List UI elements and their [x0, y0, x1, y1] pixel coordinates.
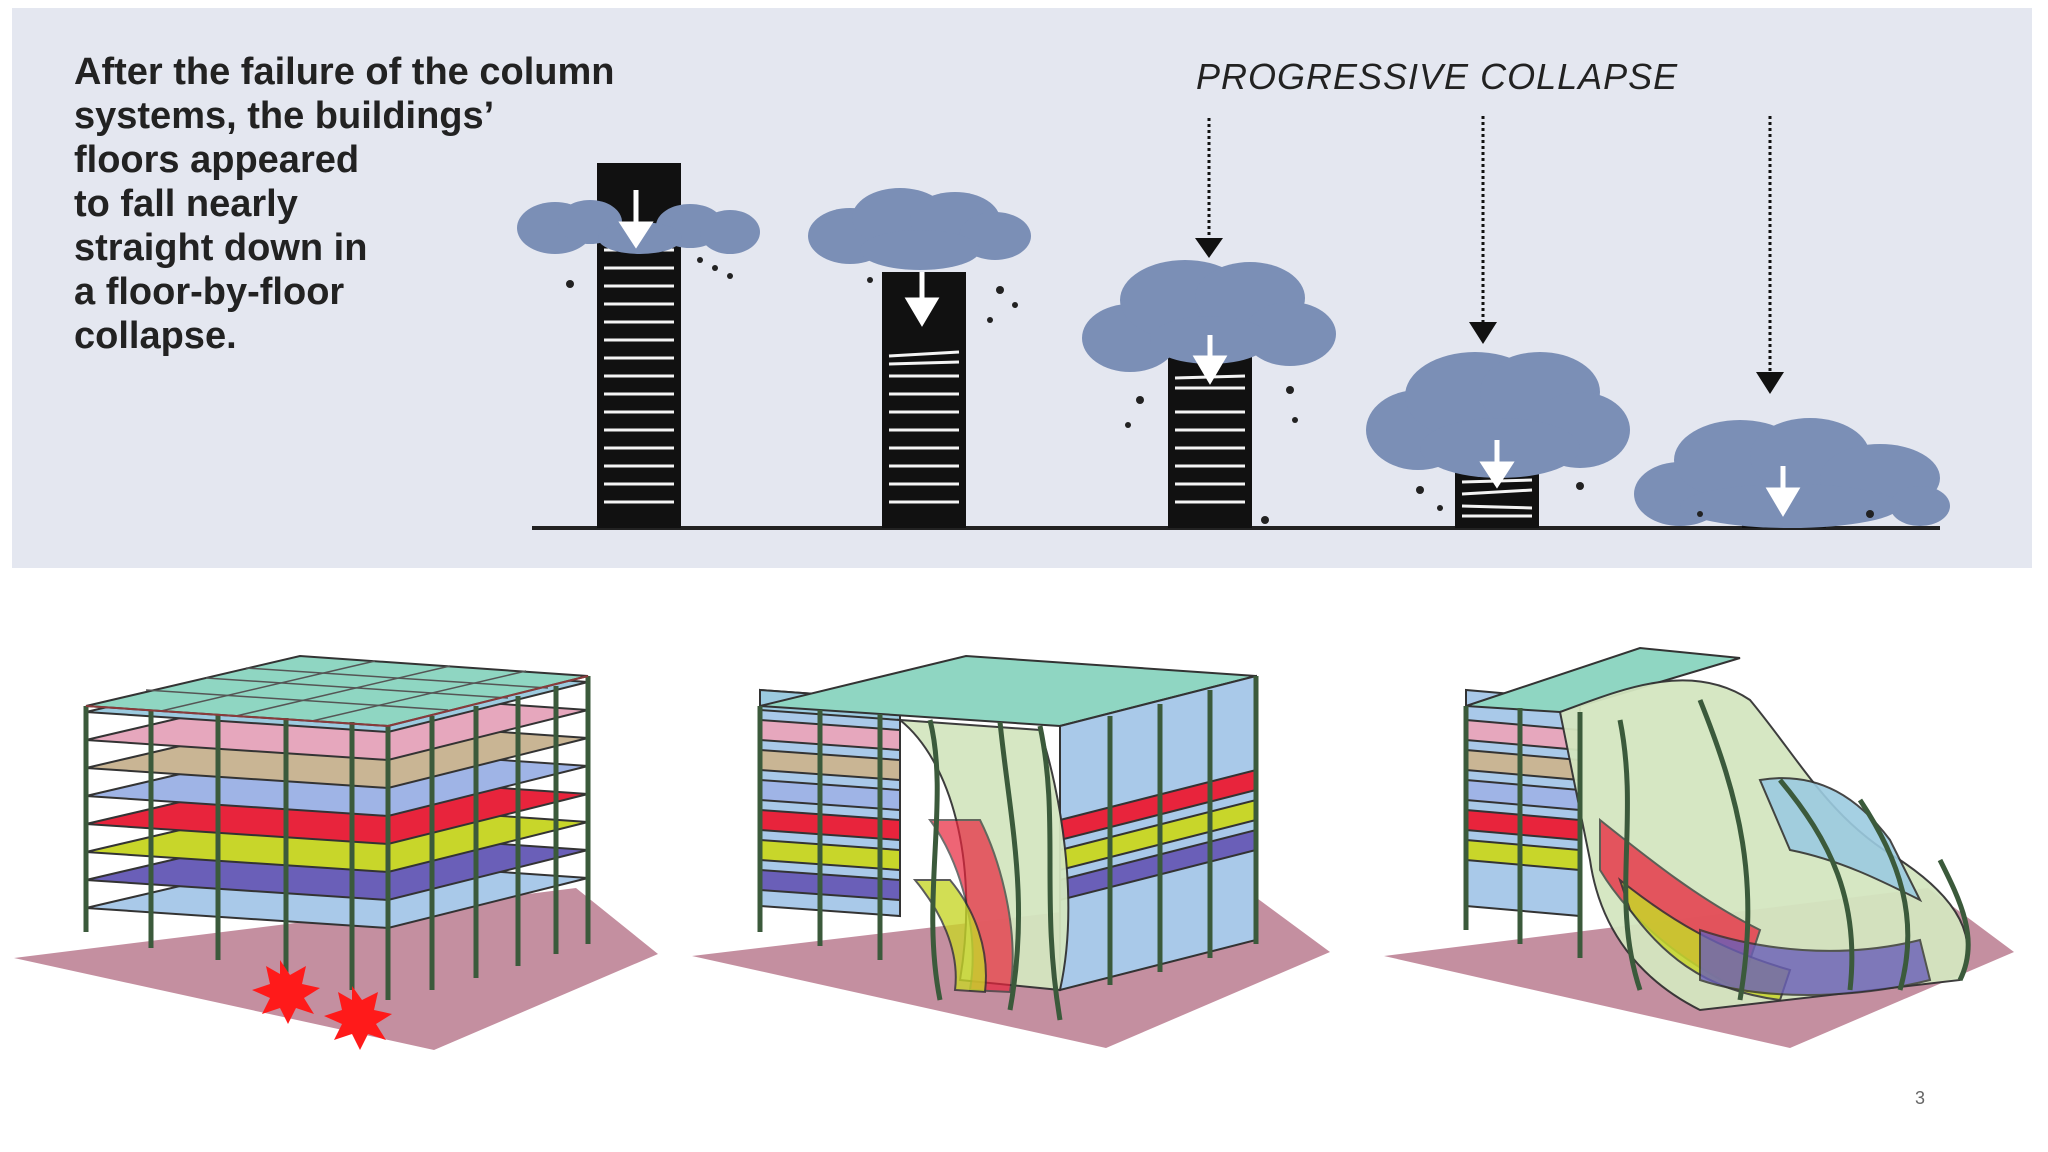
down-arrow-icon — [1469, 322, 1497, 344]
explosion-icon — [252, 960, 392, 1050]
collapse-stage-2 — [808, 188, 1031, 528]
collapse-stage-1 — [517, 163, 760, 528]
collapse-description: After the failure of the column systems,… — [74, 50, 834, 358]
intact-frame-model — [14, 654, 658, 1050]
down-arrow-icon — [904, 272, 940, 327]
caption-line: systems, the buildings’ — [74, 95, 495, 137]
caption-line: straight down in — [74, 227, 368, 269]
down-arrow-icon — [1479, 440, 1515, 489]
collapse-sequence-illustration — [517, 116, 1950, 530]
down-arrow-icon — [1192, 335, 1228, 385]
collapse-stage-4 — [1366, 116, 1630, 528]
down-arrow-icon — [618, 190, 654, 249]
caption-line: collapse. — [74, 315, 237, 357]
caption-line: After the failure of the column — [74, 51, 615, 93]
diagram-title: PROGRESSIVE COLLAPSE — [1196, 56, 1679, 97]
caption-line: a floor-by-floor — [74, 271, 345, 313]
ground-plate — [14, 888, 658, 1050]
down-arrow-icon — [1756, 372, 1784, 394]
collapse-stage-5 — [1634, 116, 1950, 528]
page-number: 3 — [1915, 1088, 1926, 1108]
full-collapse-model — [1384, 646, 2014, 1048]
caption-line: floors appeared — [74, 139, 360, 181]
caption-line: to fall nearly — [74, 183, 298, 225]
down-arrow-icon — [1195, 238, 1223, 258]
partial-collapse-model — [692, 654, 1330, 1048]
collapse-stage-3 — [1082, 118, 1336, 528]
down-arrow-icon — [1765, 466, 1801, 517]
